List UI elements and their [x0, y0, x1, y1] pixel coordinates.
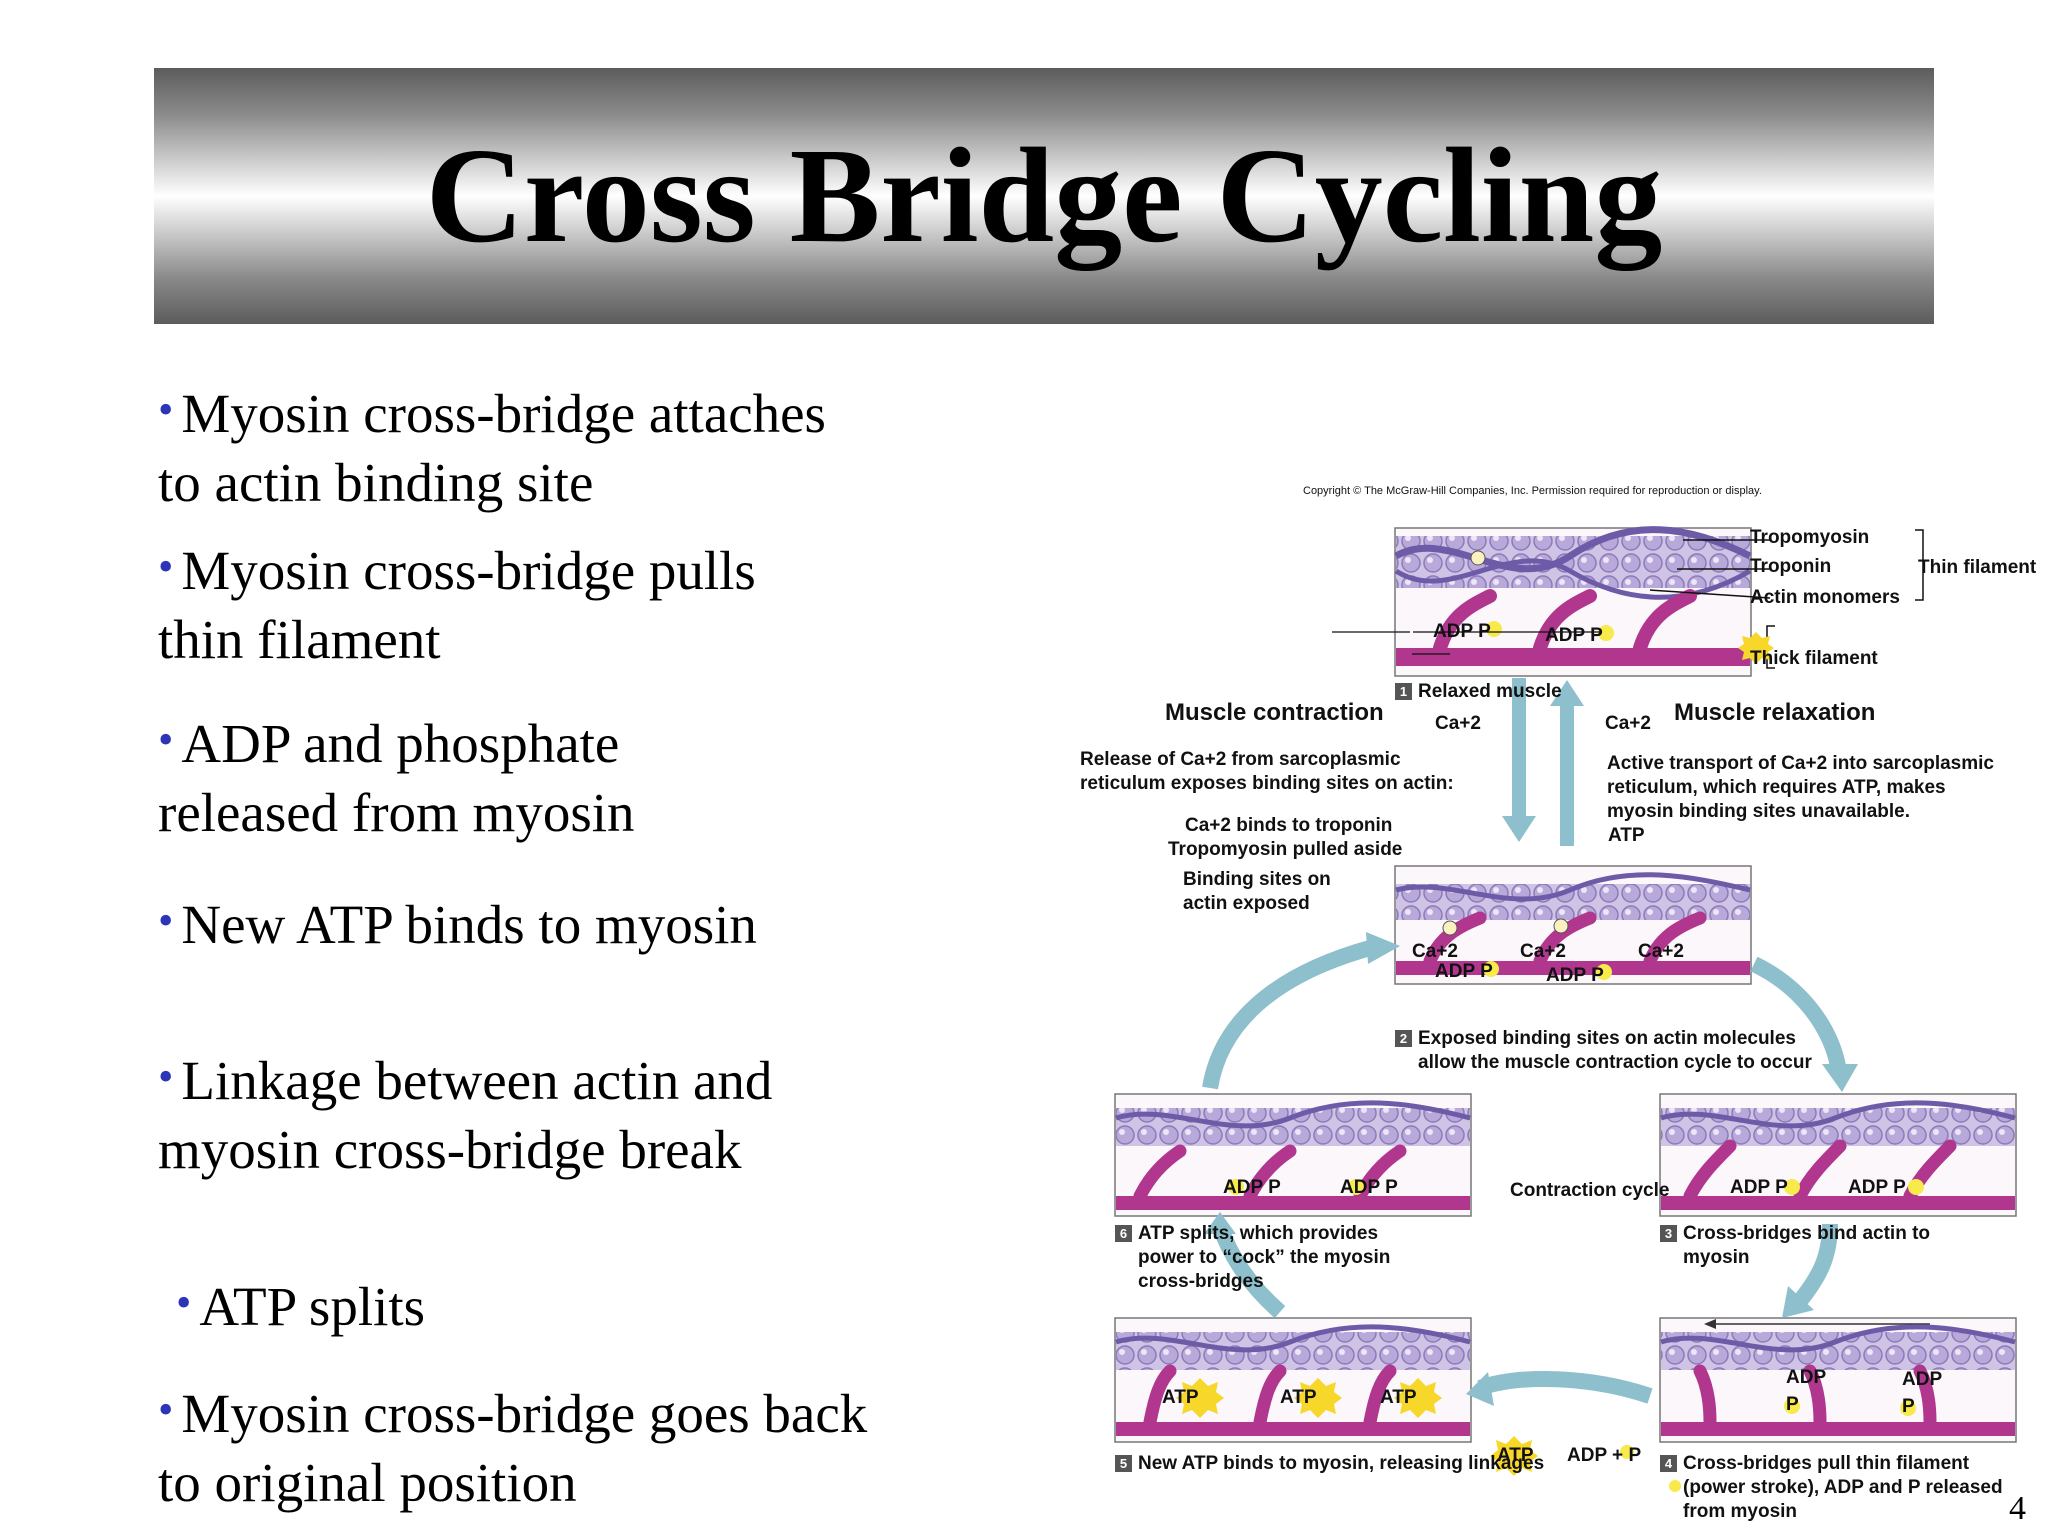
- label-adp: ADP P: [1546, 965, 1604, 986]
- label-troponin: Troponin: [1750, 556, 1832, 577]
- label-thick-filament: Thick filament: [1750, 648, 1878, 669]
- label-ca: Ca+2: [1435, 713, 1481, 734]
- bullet-item: •Myosin cross-bridge pulls thin filament: [158, 532, 1058, 674]
- bullet-text: Myosin cross-bridge pulls: [181, 540, 756, 601]
- label-adp-plus-p: ADP + P: [1567, 1445, 1642, 1466]
- diagram-graphics: [1114, 526, 2017, 1492]
- bullet-text: New ATP binds to myosin: [181, 894, 757, 955]
- active-transport-text: Active transport of Ca+2 into sarcoplasm…: [1607, 753, 1994, 822]
- label-ca: Ca+2: [1412, 941, 1458, 962]
- bullet-item: •Myosin cross-bridge attaches to actin b…: [158, 375, 1058, 517]
- bullet-list: •Myosin cross-bridge attaches to actin b…: [158, 0, 1058, 1536]
- label-adp: ADP P: [1848, 1177, 1906, 1198]
- bullet-text: Myosin cross-bridge attaches: [181, 383, 826, 444]
- label-contraction-cycle: Contraction cycle: [1510, 1180, 1670, 1201]
- label-p: P: [1786, 1394, 1799, 1415]
- bullet-item: •Myosin cross-bridge goes back to origin…: [158, 1375, 1058, 1517]
- bullet-text: Linkage between actin and: [181, 1050, 773, 1111]
- bullet-dot: •: [158, 385, 174, 434]
- label-atp: ATP: [1608, 825, 1645, 846]
- heading-muscle-contraction: Muscle contraction: [1165, 699, 1384, 726]
- label-adp: ADP P: [1435, 961, 1493, 982]
- label-ca: Ca+2: [1638, 941, 1684, 962]
- bullet-text: ADP and phosphate: [181, 713, 620, 774]
- bullet-text: thin filament: [158, 609, 441, 670]
- bullet-dot: •: [158, 715, 174, 764]
- bullet-item: •Linkage between actin and myosin cross-…: [158, 1042, 1058, 1184]
- label-thin-filament: Thin filament: [1918, 557, 2037, 578]
- label-tropomyosin: Tropomyosin: [1750, 527, 1870, 548]
- panel-relaxed: [1394, 526, 1752, 677]
- label-atp: ATP: [1280, 1387, 1317, 1408]
- label-adp: ADP: [1786, 1367, 1827, 1388]
- label-actin-monomers: Actin monomers: [1750, 587, 1900, 608]
- panel-exposed: [1394, 865, 1752, 985]
- bullet-item: •ATP splits: [176, 1268, 1076, 1341]
- label-adp: ADP P: [1730, 1177, 1788, 1198]
- panel-bind: [1659, 1093, 2017, 1217]
- bullet-text: released from myosin: [158, 782, 635, 843]
- slide-title: Cross Bridge Cycling: [425, 121, 1663, 271]
- page-number: 4: [2009, 1490, 2026, 1527]
- bullet-dot: •: [158, 542, 174, 591]
- label-ca: Ca+2: [1520, 941, 1566, 962]
- bullet-item: •ADP and phosphate released from myosin: [158, 705, 1058, 847]
- label-atp: ATP: [1162, 1387, 1199, 1408]
- label-p: P: [1902, 1396, 1915, 1417]
- bullet-text: to actin binding site: [158, 452, 594, 513]
- title-banner: Cross Bridge Cycling: [154, 68, 1934, 324]
- bullet-text: to original position: [158, 1452, 577, 1513]
- bullet-text: myosin cross-bridge break: [158, 1119, 742, 1180]
- bullet-dot: •: [158, 1385, 174, 1434]
- label-adp: ADP P: [1545, 625, 1603, 646]
- panel-atp-splits: [1114, 1093, 1472, 1217]
- bullet-dot: •: [176, 1278, 192, 1327]
- copyright-note: Copyright © The McGraw-Hill Companies, I…: [1303, 485, 1762, 497]
- heading-muscle-relaxation: Muscle relaxation: [1674, 699, 1876, 726]
- label-ca-binds-troponin: Ca+2 binds to troponin: [1185, 815, 1393, 836]
- bullet-text: ATP splits: [199, 1276, 426, 1337]
- label-adp: ADP: [1902, 1369, 1943, 1390]
- label-adp: ADP P: [1433, 621, 1491, 642]
- bullet-dot: •: [158, 1052, 174, 1101]
- label-ca: Ca+2: [1605, 713, 1651, 734]
- panel-power-stroke: [1659, 1317, 2017, 1443]
- bullet-text: Myosin cross-bridge goes back: [181, 1383, 868, 1444]
- label-adp: ADP P: [1223, 1177, 1281, 1198]
- bullet-item: •New ATP binds to myosin: [158, 886, 1058, 959]
- label-adp: ADP P: [1340, 1177, 1398, 1198]
- bullet-dot: •: [158, 896, 174, 945]
- label-atp: ATP: [1497, 1445, 1534, 1466]
- panel-new-atp: [1114, 1317, 1472, 1443]
- label-tropomyosin-aside: Tropomyosin pulled aside: [1168, 839, 1403, 860]
- label-atp: ATP: [1380, 1387, 1417, 1408]
- cross-bridge-diagram: Copyright © The McGraw-Hill Companies, I…: [1070, 485, 2048, 1536]
